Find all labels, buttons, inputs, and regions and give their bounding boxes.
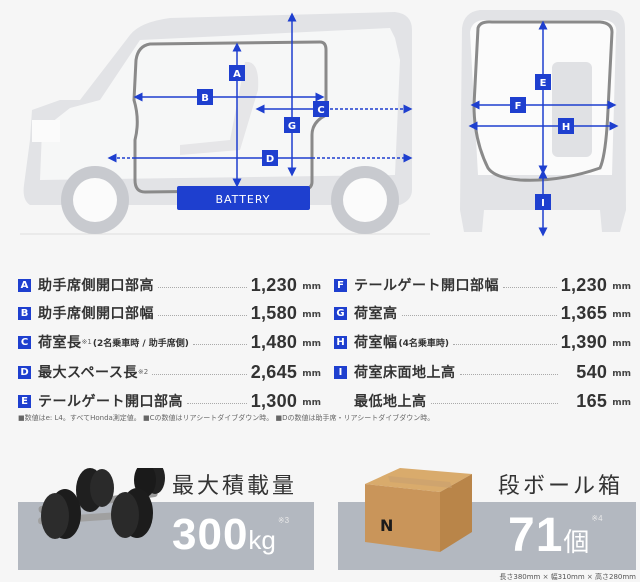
battery-label: BATTERY — [215, 193, 270, 206]
leader-dots — [503, 286, 557, 288]
svg-text:D: D — [266, 154, 274, 165]
cargo-diagram: BATTERY A B C G D E F H I — [0, 0, 640, 240]
leader-dots — [401, 314, 557, 316]
spec-condition: (2名乗車時 / 助手席側) — [92, 338, 189, 349]
box-count: 71 — [508, 509, 564, 562]
badge-i: I — [334, 365, 347, 379]
badge-h: H — [334, 335, 347, 349]
spec-label: 最大スペース長 — [38, 365, 138, 381]
spec-unit: mm — [302, 369, 321, 379]
leader-dots — [152, 373, 247, 375]
spec-row-b: B 助手席側開口部幅 1,580 mm — [18, 302, 321, 324]
spec-value: 540 — [576, 361, 608, 382]
svg-text:B: B — [201, 93, 209, 104]
spec-row-e: E テールゲート開口部高 1,300 mm — [18, 390, 321, 412]
leader-dots — [192, 343, 247, 345]
spec-unit: mm — [302, 282, 321, 292]
battery-box — [177, 186, 310, 210]
dumbbell-icon — [38, 468, 165, 539]
cardboard-box-title: 段ボール箱 — [498, 474, 624, 499]
spec-value: 2,645 — [250, 361, 298, 382]
footnote: ■数値はe: L4。すべてHonda測定値。 ■Cの数値はリアシートダイブダウン… — [18, 414, 435, 422]
box-unit: 個 — [563, 527, 590, 557]
badge-d: D — [18, 365, 31, 379]
svg-text:E: E — [540, 78, 547, 89]
badge-c: C — [18, 335, 31, 349]
svg-text:F: F — [515, 101, 522, 112]
spec-label: 荷室床面地上高 — [354, 365, 456, 381]
leader-dots — [158, 314, 247, 316]
footnote-mark: ※3 — [277, 516, 290, 525]
footnote-mark: ※4 — [591, 514, 603, 523]
spec-label: 最低地上高 — [354, 394, 427, 410]
badge-g: G — [334, 306, 347, 320]
svg-text:H: H — [562, 122, 570, 133]
spec-unit: mm — [302, 339, 321, 349]
spec-value: 1,480 — [250, 331, 298, 352]
spec-row-c: C 荷室長 ※1 (2名乗車時 / 助手席側) 1,480 mm — [18, 331, 321, 353]
load-number: 300 — [172, 510, 249, 559]
spec-row-g: G 荷室高 1,365 mm — [334, 302, 631, 324]
spec-value: 1,300 — [250, 390, 298, 411]
spec-label: 荷室幅 — [354, 335, 398, 351]
spec-row-f: F テールゲート開口部幅 1,230 mm — [334, 274, 631, 296]
spec-row-d: D 最大スペース長 ※2 2,645 mm — [18, 361, 321, 383]
spec-condition: (4名乗車時) — [398, 338, 450, 349]
badge-f: F — [334, 278, 347, 292]
max-load-title: 最大積載量 — [172, 474, 298, 499]
leader-dots — [158, 286, 247, 288]
spec-value: 1,390 — [560, 331, 608, 352]
spec-value: 1,230 — [250, 274, 298, 295]
svg-text:G: G — [288, 121, 296, 132]
spec-row-i: I 荷室床面地上高 540 mm — [334, 361, 631, 383]
leader-dots — [187, 402, 247, 404]
footnote-mark: ※2 — [137, 368, 149, 376]
spec-value: 165 — [576, 390, 608, 411]
box-dimensions: 長さ380mm × 幅310mm × 高さ280mm — [499, 573, 636, 581]
spec-unit: mm — [612, 339, 631, 349]
spec-unit: mm — [612, 282, 631, 292]
spec-unit: mm — [612, 398, 631, 408]
spec-label: 助手席側開口部高 — [38, 278, 154, 294]
box-letter: N — [380, 516, 393, 535]
vehicle-dimension-illustration: BATTERY A B C G D E F H I — [20, 10, 626, 237]
spec-row-h: H 荷室幅 (4名乗車時) 1,390 mm — [334, 331, 631, 353]
spec-unit: mm — [612, 369, 631, 379]
spec-label: 荷室長 — [38, 335, 82, 351]
spec-value: 1,365 — [560, 302, 608, 323]
load-unit: kg — [248, 525, 276, 555]
spec-unit: mm — [612, 310, 631, 320]
badge-empty — [334, 395, 347, 408]
leader-dots — [430, 402, 559, 404]
svg-text:A: A — [233, 69, 241, 80]
spec-label: 助手席側開口部幅 — [38, 306, 154, 322]
cardboard-box-card: N 段ボール箱 71個※4 長さ380mm × 幅310mm × 高さ280mm — [330, 440, 640, 582]
svg-text:I: I — [541, 198, 545, 209]
spec-row-ground-clearance: 最低地上高 165 mm — [334, 390, 631, 412]
svg-text:C: C — [317, 105, 324, 116]
spec-list: A 助手席側開口部高 1,230 mm B 助手席側開口部幅 1,580 mm … — [0, 265, 640, 415]
badge-b: B — [18, 306, 31, 320]
max-load-value: 300kg※3 — [172, 510, 289, 560]
spec-value: 1,230 — [560, 274, 608, 295]
leader-dots — [459, 373, 559, 375]
leader-dots — [453, 343, 557, 345]
badge-e: E — [18, 394, 31, 408]
spec-unit: mm — [302, 310, 321, 320]
spec-label: 荷室高 — [354, 306, 398, 322]
spec-label: テールゲート開口部幅 — [354, 278, 499, 294]
spec-unit: mm — [302, 398, 321, 408]
max-load-card: 最大積載量 300kg※3 — [0, 440, 320, 582]
badge-a: A — [18, 278, 31, 292]
cardboard-box-icon: N — [365, 468, 472, 552]
footnote-mark: ※1 — [81, 338, 92, 346]
spec-row-a: A 助手席側開口部高 1,230 mm — [18, 274, 321, 296]
spec-value: 1,580 — [250, 302, 298, 323]
cardboard-box-value: 71個※4 — [508, 508, 603, 563]
spec-label: テールゲート開口部高 — [38, 394, 183, 410]
